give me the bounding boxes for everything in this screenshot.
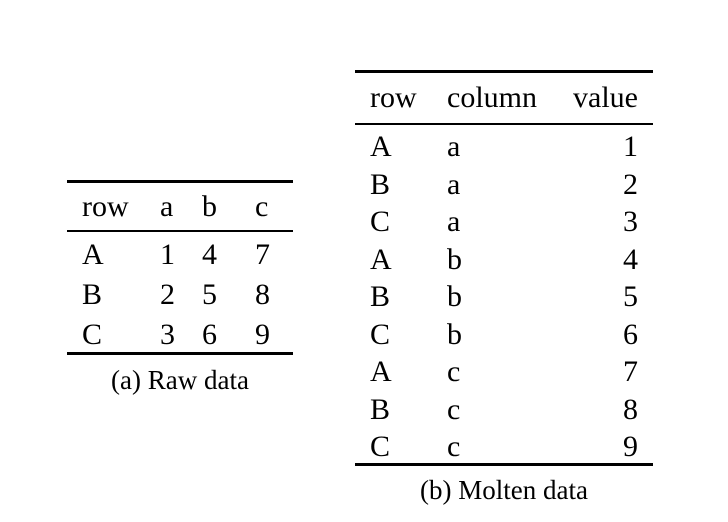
table-cell: 2 bbox=[160, 278, 175, 311]
table-cell: 5 bbox=[623, 280, 638, 313]
table-cell: 5 bbox=[202, 278, 217, 311]
table-cell: C bbox=[370, 205, 391, 238]
column-header-value: value bbox=[573, 81, 638, 114]
table-cell: a bbox=[447, 167, 461, 200]
table-cell: 4 bbox=[623, 242, 638, 275]
table-cell: 4 bbox=[202, 238, 217, 271]
table-cell: C bbox=[370, 430, 391, 464]
table-cell: a bbox=[447, 130, 461, 163]
table-cell: B bbox=[370, 167, 391, 200]
table-cell: 2 bbox=[623, 167, 638, 200]
table-cell: C bbox=[370, 317, 391, 350]
table-cell: c bbox=[447, 355, 461, 388]
caption-raw-data: (a) Raw data bbox=[111, 365, 249, 395]
caption-molten-data: (b) Molten data bbox=[420, 474, 588, 505]
column-header-row: row bbox=[370, 81, 417, 114]
table-cell: B bbox=[82, 278, 103, 311]
table-cell: 6 bbox=[202, 318, 217, 351]
table-cell: a bbox=[447, 205, 461, 238]
table-cell: 8 bbox=[255, 278, 270, 311]
table-cell: A bbox=[82, 238, 104, 271]
table-cell: A bbox=[370, 130, 392, 163]
table-cell: b bbox=[447, 317, 462, 350]
table-cell: B bbox=[370, 280, 391, 313]
table-cell: 6 bbox=[623, 317, 638, 350]
column-header-c: c bbox=[255, 189, 269, 223]
table-cell: 1 bbox=[623, 130, 638, 163]
table-cell: 9 bbox=[255, 318, 270, 351]
table-cell: 1 bbox=[160, 238, 175, 271]
molten-data-header-row: row column value bbox=[355, 72, 653, 124]
column-header-b: b bbox=[202, 189, 217, 223]
table-cell: c bbox=[447, 392, 461, 425]
column-header-a: a bbox=[160, 189, 174, 223]
column-header-row: row bbox=[82, 189, 129, 223]
table-cell: 9 bbox=[623, 430, 638, 464]
table-cell: A bbox=[370, 242, 392, 275]
table-cell: B bbox=[370, 392, 391, 425]
table-cell: C bbox=[82, 318, 103, 351]
table-cell: 3 bbox=[160, 318, 175, 351]
table-cell: b bbox=[447, 280, 462, 313]
table-cell: b bbox=[447, 242, 462, 275]
table-cell: 3 bbox=[623, 205, 638, 238]
table-cell: 7 bbox=[623, 355, 638, 388]
column-header-column: column bbox=[447, 81, 537, 114]
table-cell: c bbox=[447, 430, 461, 464]
table-cell: 7 bbox=[255, 238, 270, 271]
table-cell: 8 bbox=[623, 392, 638, 425]
table-cell: A bbox=[370, 355, 392, 388]
